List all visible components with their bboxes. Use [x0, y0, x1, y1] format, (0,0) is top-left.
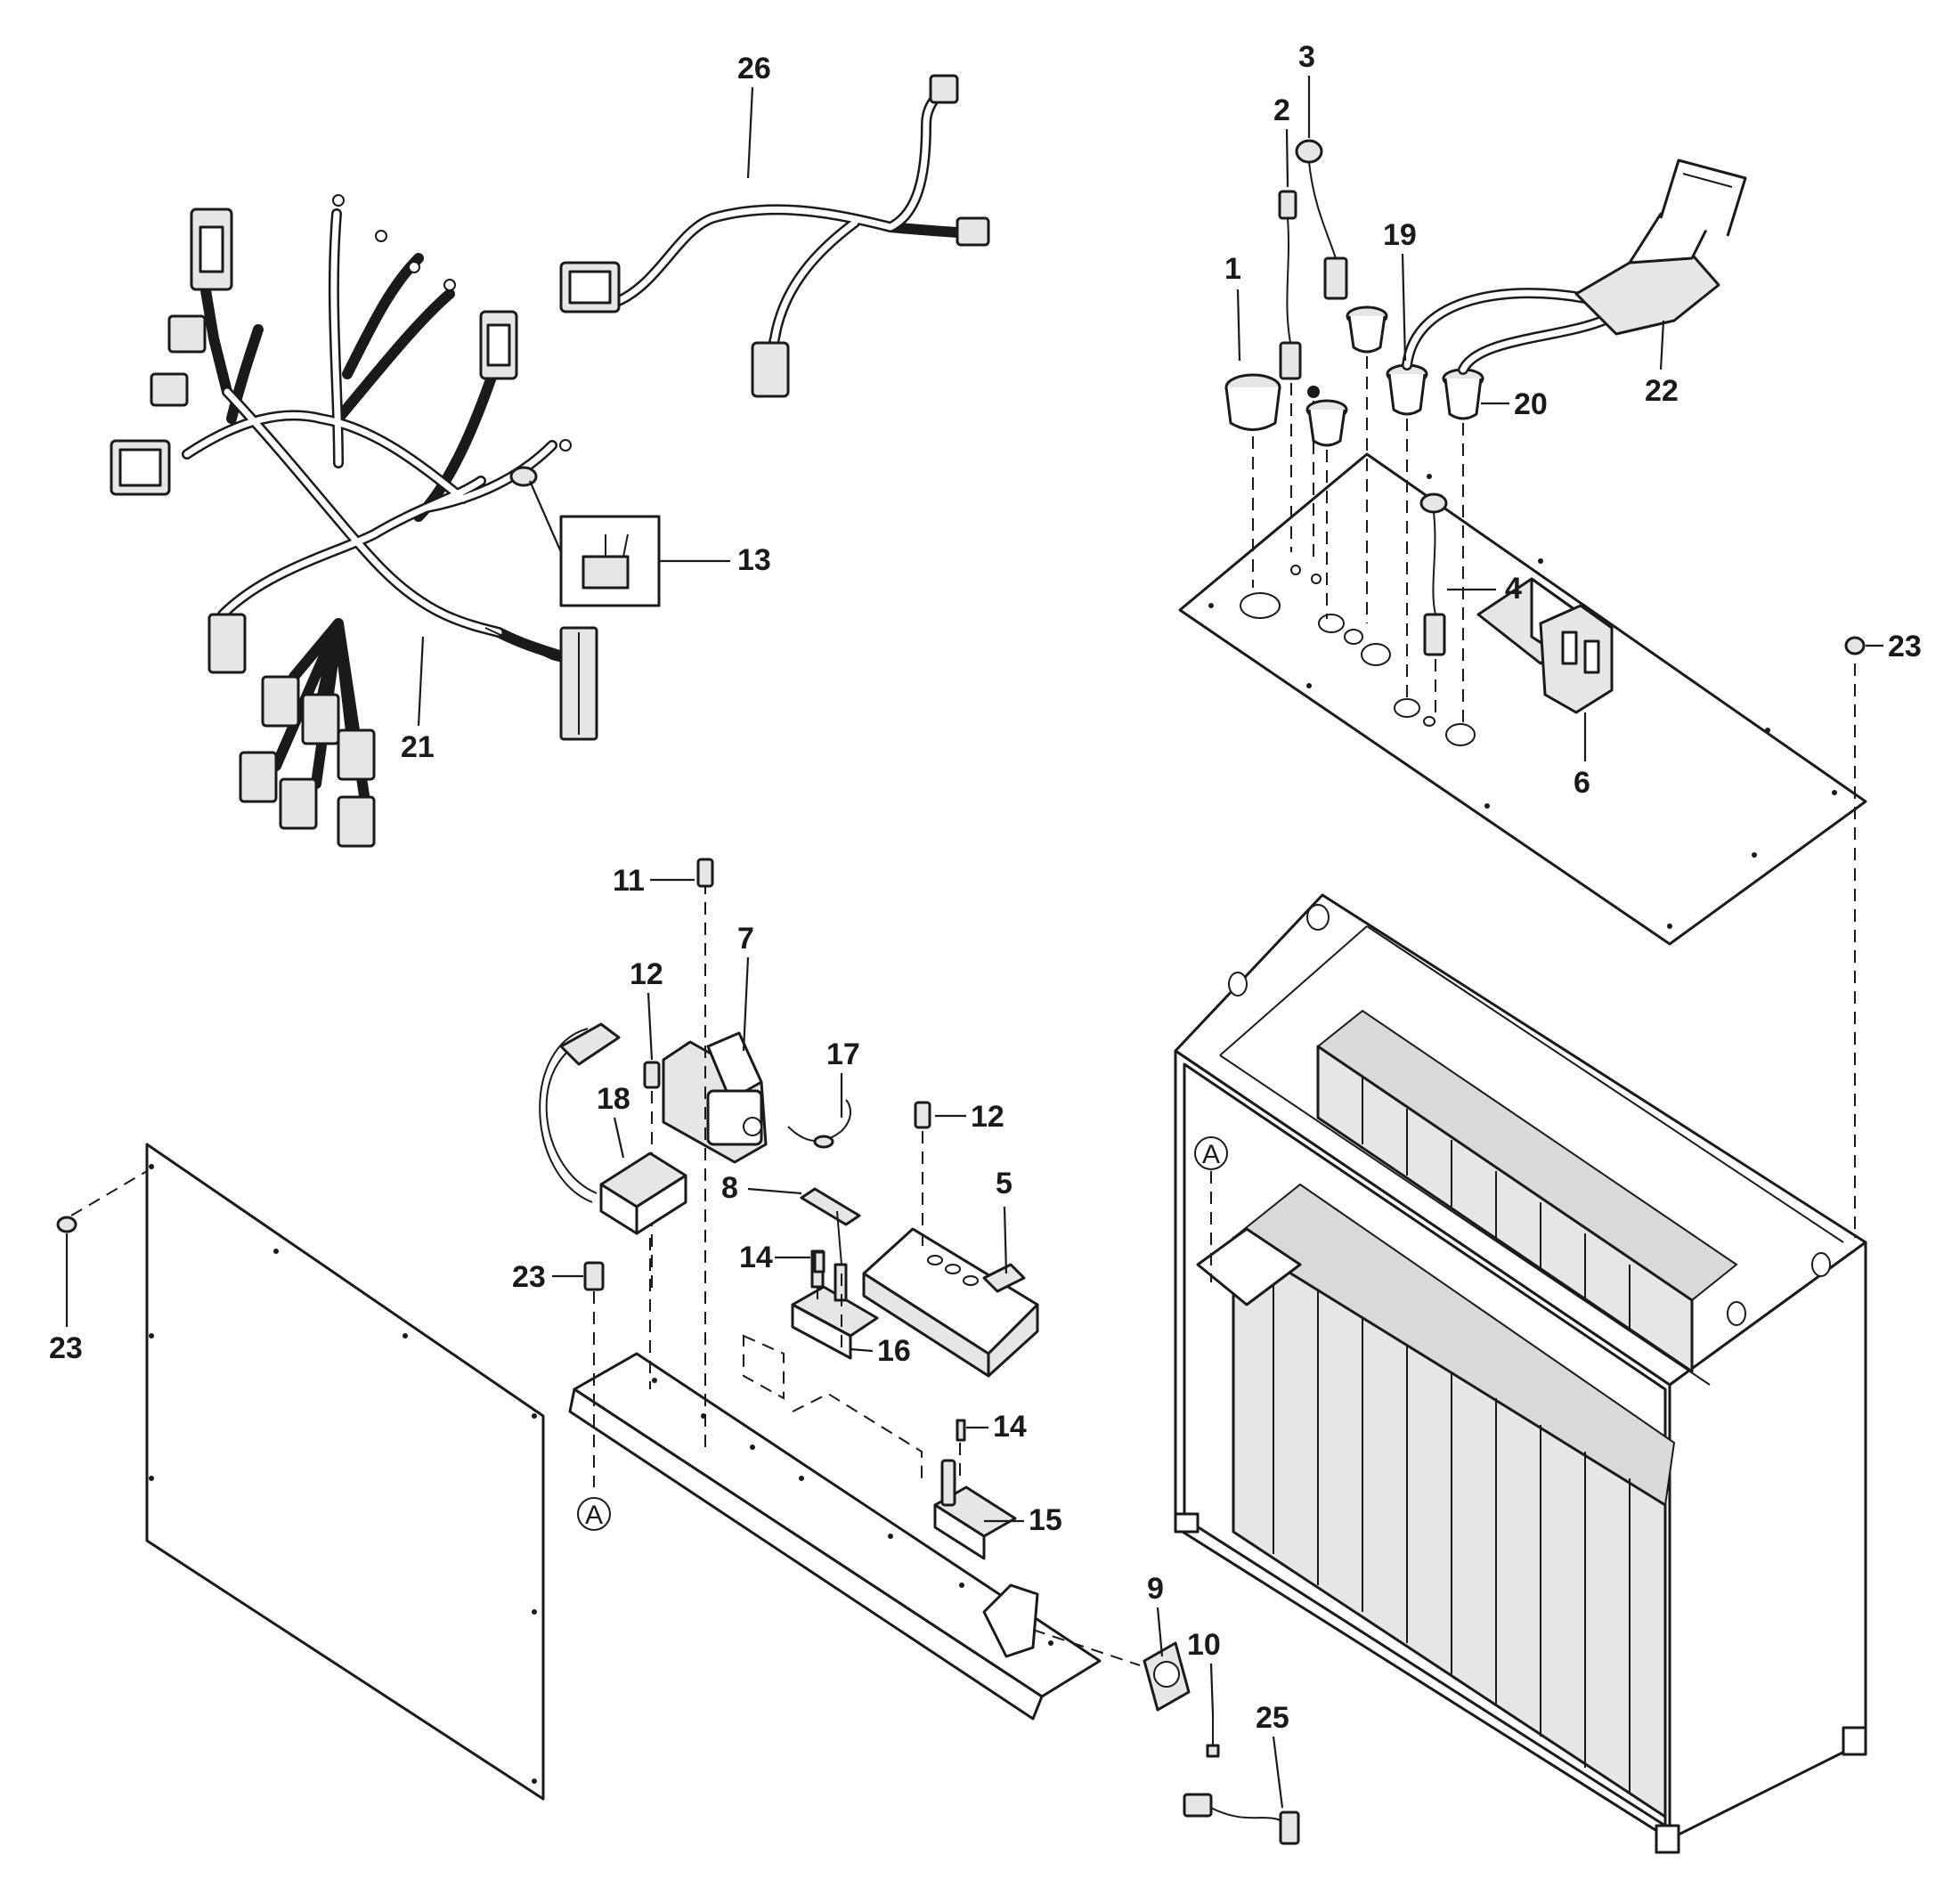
side-panel: [56, 1143, 545, 1801]
svg-text:26: 26: [737, 52, 771, 85]
mounting-rail: [568, 1352, 1102, 1721]
svg-text:23: 23: [49, 1331, 83, 1365]
svg-text:17: 17: [826, 1038, 860, 1071]
svg-text:16: 16: [877, 1334, 911, 1368]
svg-text:14: 14: [993, 1410, 1027, 1444]
callout-23-left: 23: [49, 1233, 83, 1365]
callout-6: 6: [1574, 712, 1590, 800]
svg-text:9: 9: [1147, 1572, 1164, 1606]
svg-text:12: 12: [971, 1100, 1004, 1134]
svg-text:21: 21: [401, 730, 435, 764]
wire-harness-21: [110, 194, 661, 848]
battery-cells: [1273, 1078, 1631, 1794]
callout-20: 20: [1481, 387, 1548, 421]
svg-text:15: 15: [1029, 1503, 1062, 1537]
svg-text:A: A: [1202, 1140, 1220, 1169]
svg-text:10: 10: [1187, 1628, 1221, 1662]
callout-12-left: 12: [630, 957, 663, 1061]
svg-text:5: 5: [996, 1167, 1013, 1200]
callout-21: 21: [401, 636, 435, 764]
battery-frame: [1174, 893, 1867, 1854]
callout-23-center: 23: [512, 1260, 583, 1294]
svg-text:19: 19: [1383, 218, 1417, 252]
svg-text:2: 2: [1273, 94, 1290, 127]
callout-14-lower: 14: [966, 1410, 1027, 1444]
callout-25: 25: [1256, 1701, 1289, 1809]
svg-text:A: A: [585, 1501, 603, 1530]
callout-18: 18: [597, 1082, 630, 1159]
svg-text:1: 1: [1224, 252, 1241, 286]
connector-components: [1224, 139, 1747, 726]
callout-1: 1: [1224, 252, 1241, 362]
top-cover-plate: [1178, 452, 1867, 946]
callout-3: 3: [1298, 40, 1315, 138]
callout-12-right: 12: [935, 1100, 1004, 1134]
electrical-components: [539, 636, 1866, 1845]
callout-17: 17: [826, 1038, 860, 1118]
svg-text:6: 6: [1574, 766, 1590, 800]
callout-16: 16: [850, 1334, 911, 1368]
svg-text:20: 20: [1514, 387, 1548, 421]
callout-10: 10: [1187, 1628, 1221, 1715]
wire-harness-26: [559, 74, 990, 398]
svg-text:11: 11: [613, 864, 645, 898]
svg-text:7: 7: [737, 922, 754, 956]
svg-text:23: 23: [1888, 630, 1922, 663]
callout-9: 9: [1147, 1572, 1164, 1657]
callout-26: 26: [737, 52, 771, 179]
svg-text:3: 3: [1298, 40, 1315, 74]
callout-8: 8: [721, 1171, 802, 1205]
svg-text:18: 18: [597, 1082, 630, 1116]
svg-text:13: 13: [737, 543, 771, 577]
svg-text:23: 23: [512, 1260, 546, 1294]
callout-7: 7: [737, 922, 754, 1052]
callout-2: 2: [1273, 94, 1290, 188]
svg-text:25: 25: [1256, 1701, 1289, 1735]
callout-23-right: 23: [1866, 630, 1922, 663]
svg-text:8: 8: [721, 1171, 738, 1205]
callout-5: 5: [996, 1167, 1013, 1274]
svg-text:14: 14: [739, 1241, 773, 1274]
callout-11: 11: [613, 864, 695, 898]
callout-15: 15: [984, 1503, 1062, 1537]
callout-13: 13: [659, 543, 771, 577]
callout-14-upper: 14: [739, 1241, 810, 1274]
svg-text:4: 4: [1505, 572, 1522, 606]
callout-19: 19: [1383, 218, 1417, 362]
callout-4: 4: [1447, 572, 1522, 606]
reference-mark-a-left: A: [577, 1497, 611, 1531]
svg-text:22: 22: [1645, 374, 1679, 408]
callout-22: 22: [1645, 320, 1679, 408]
svg-text:12: 12: [630, 957, 663, 991]
reference-mark-a-right: A: [1194, 1136, 1228, 1282]
